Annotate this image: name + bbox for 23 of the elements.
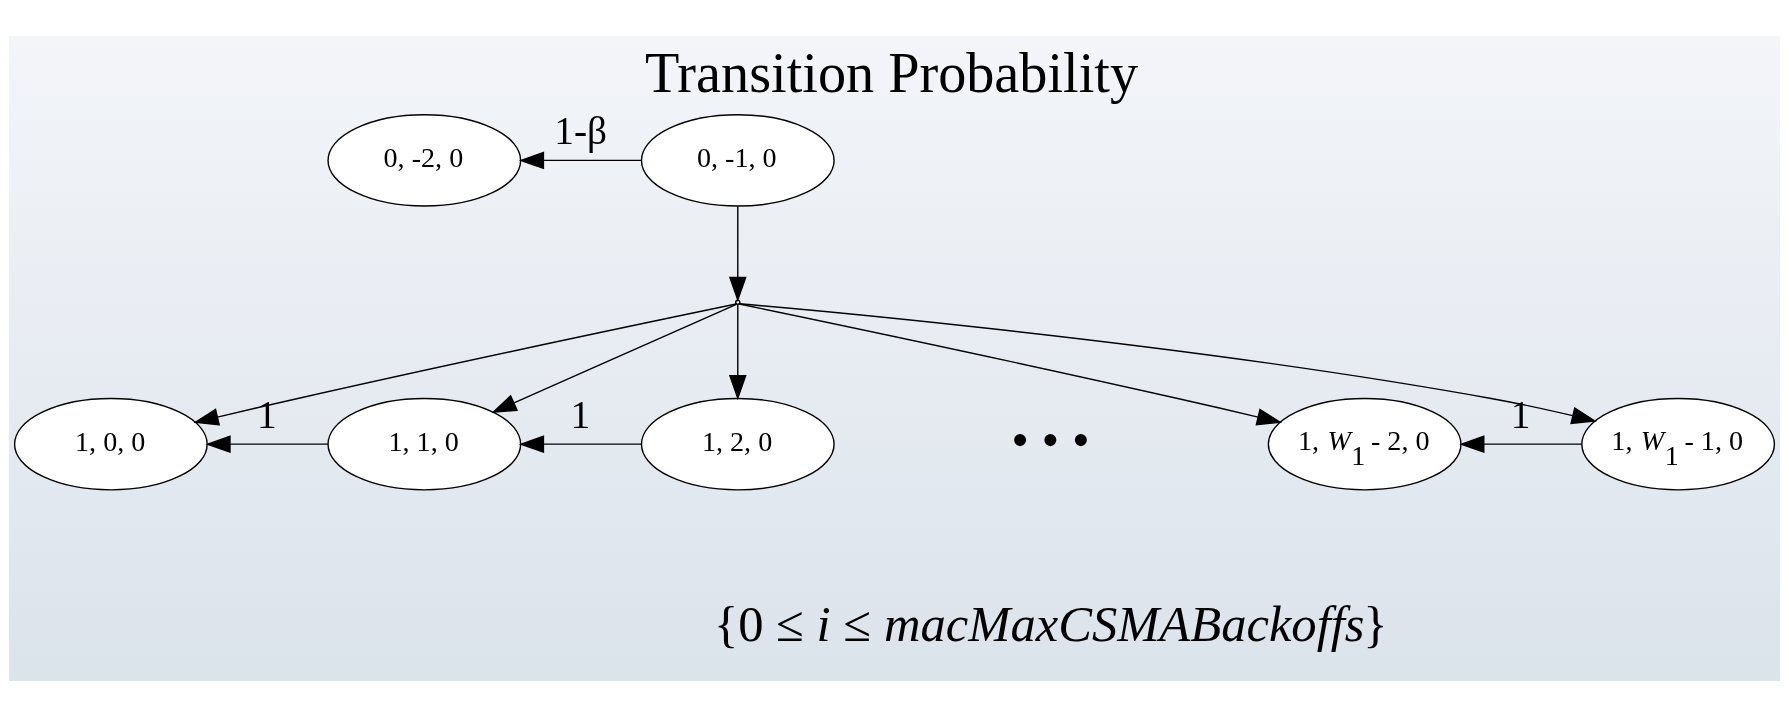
arrow bbox=[491, 303, 738, 413]
arrow bbox=[518, 151, 643, 169]
arrow bbox=[738, 302, 1597, 424]
edge-label: 1 bbox=[1510, 392, 1531, 437]
node-ellipse: 1, 0, 0 bbox=[13, 397, 208, 491]
node-ellipse: 1, 2, 0 bbox=[640, 397, 835, 491]
node-ellipse: 1, 1, 0 bbox=[327, 397, 522, 491]
arrow bbox=[205, 434, 329, 453]
arrow bbox=[738, 302, 1283, 426]
arrow bbox=[1459, 434, 1583, 453]
node-ellipse: 0, -2, 0 bbox=[327, 113, 522, 207]
diagram-title: Transition Probability bbox=[645, 41, 1139, 104]
edge-label: 1 bbox=[570, 392, 591, 437]
node-point bbox=[735, 299, 741, 305]
arrow bbox=[728, 303, 747, 400]
label: {0 ≤ i ≤ macMaxCSMABackoffs} bbox=[713, 595, 1388, 652]
arrow bbox=[193, 302, 737, 426]
edge-label: 1 bbox=[257, 392, 277, 437]
label: • • • bbox=[1011, 411, 1090, 468]
edge-label: 1-β bbox=[554, 108, 608, 153]
arrow bbox=[728, 205, 747, 302]
node-ellipse: 0, -1, 0 bbox=[640, 113, 835, 207]
arrow bbox=[518, 434, 643, 453]
